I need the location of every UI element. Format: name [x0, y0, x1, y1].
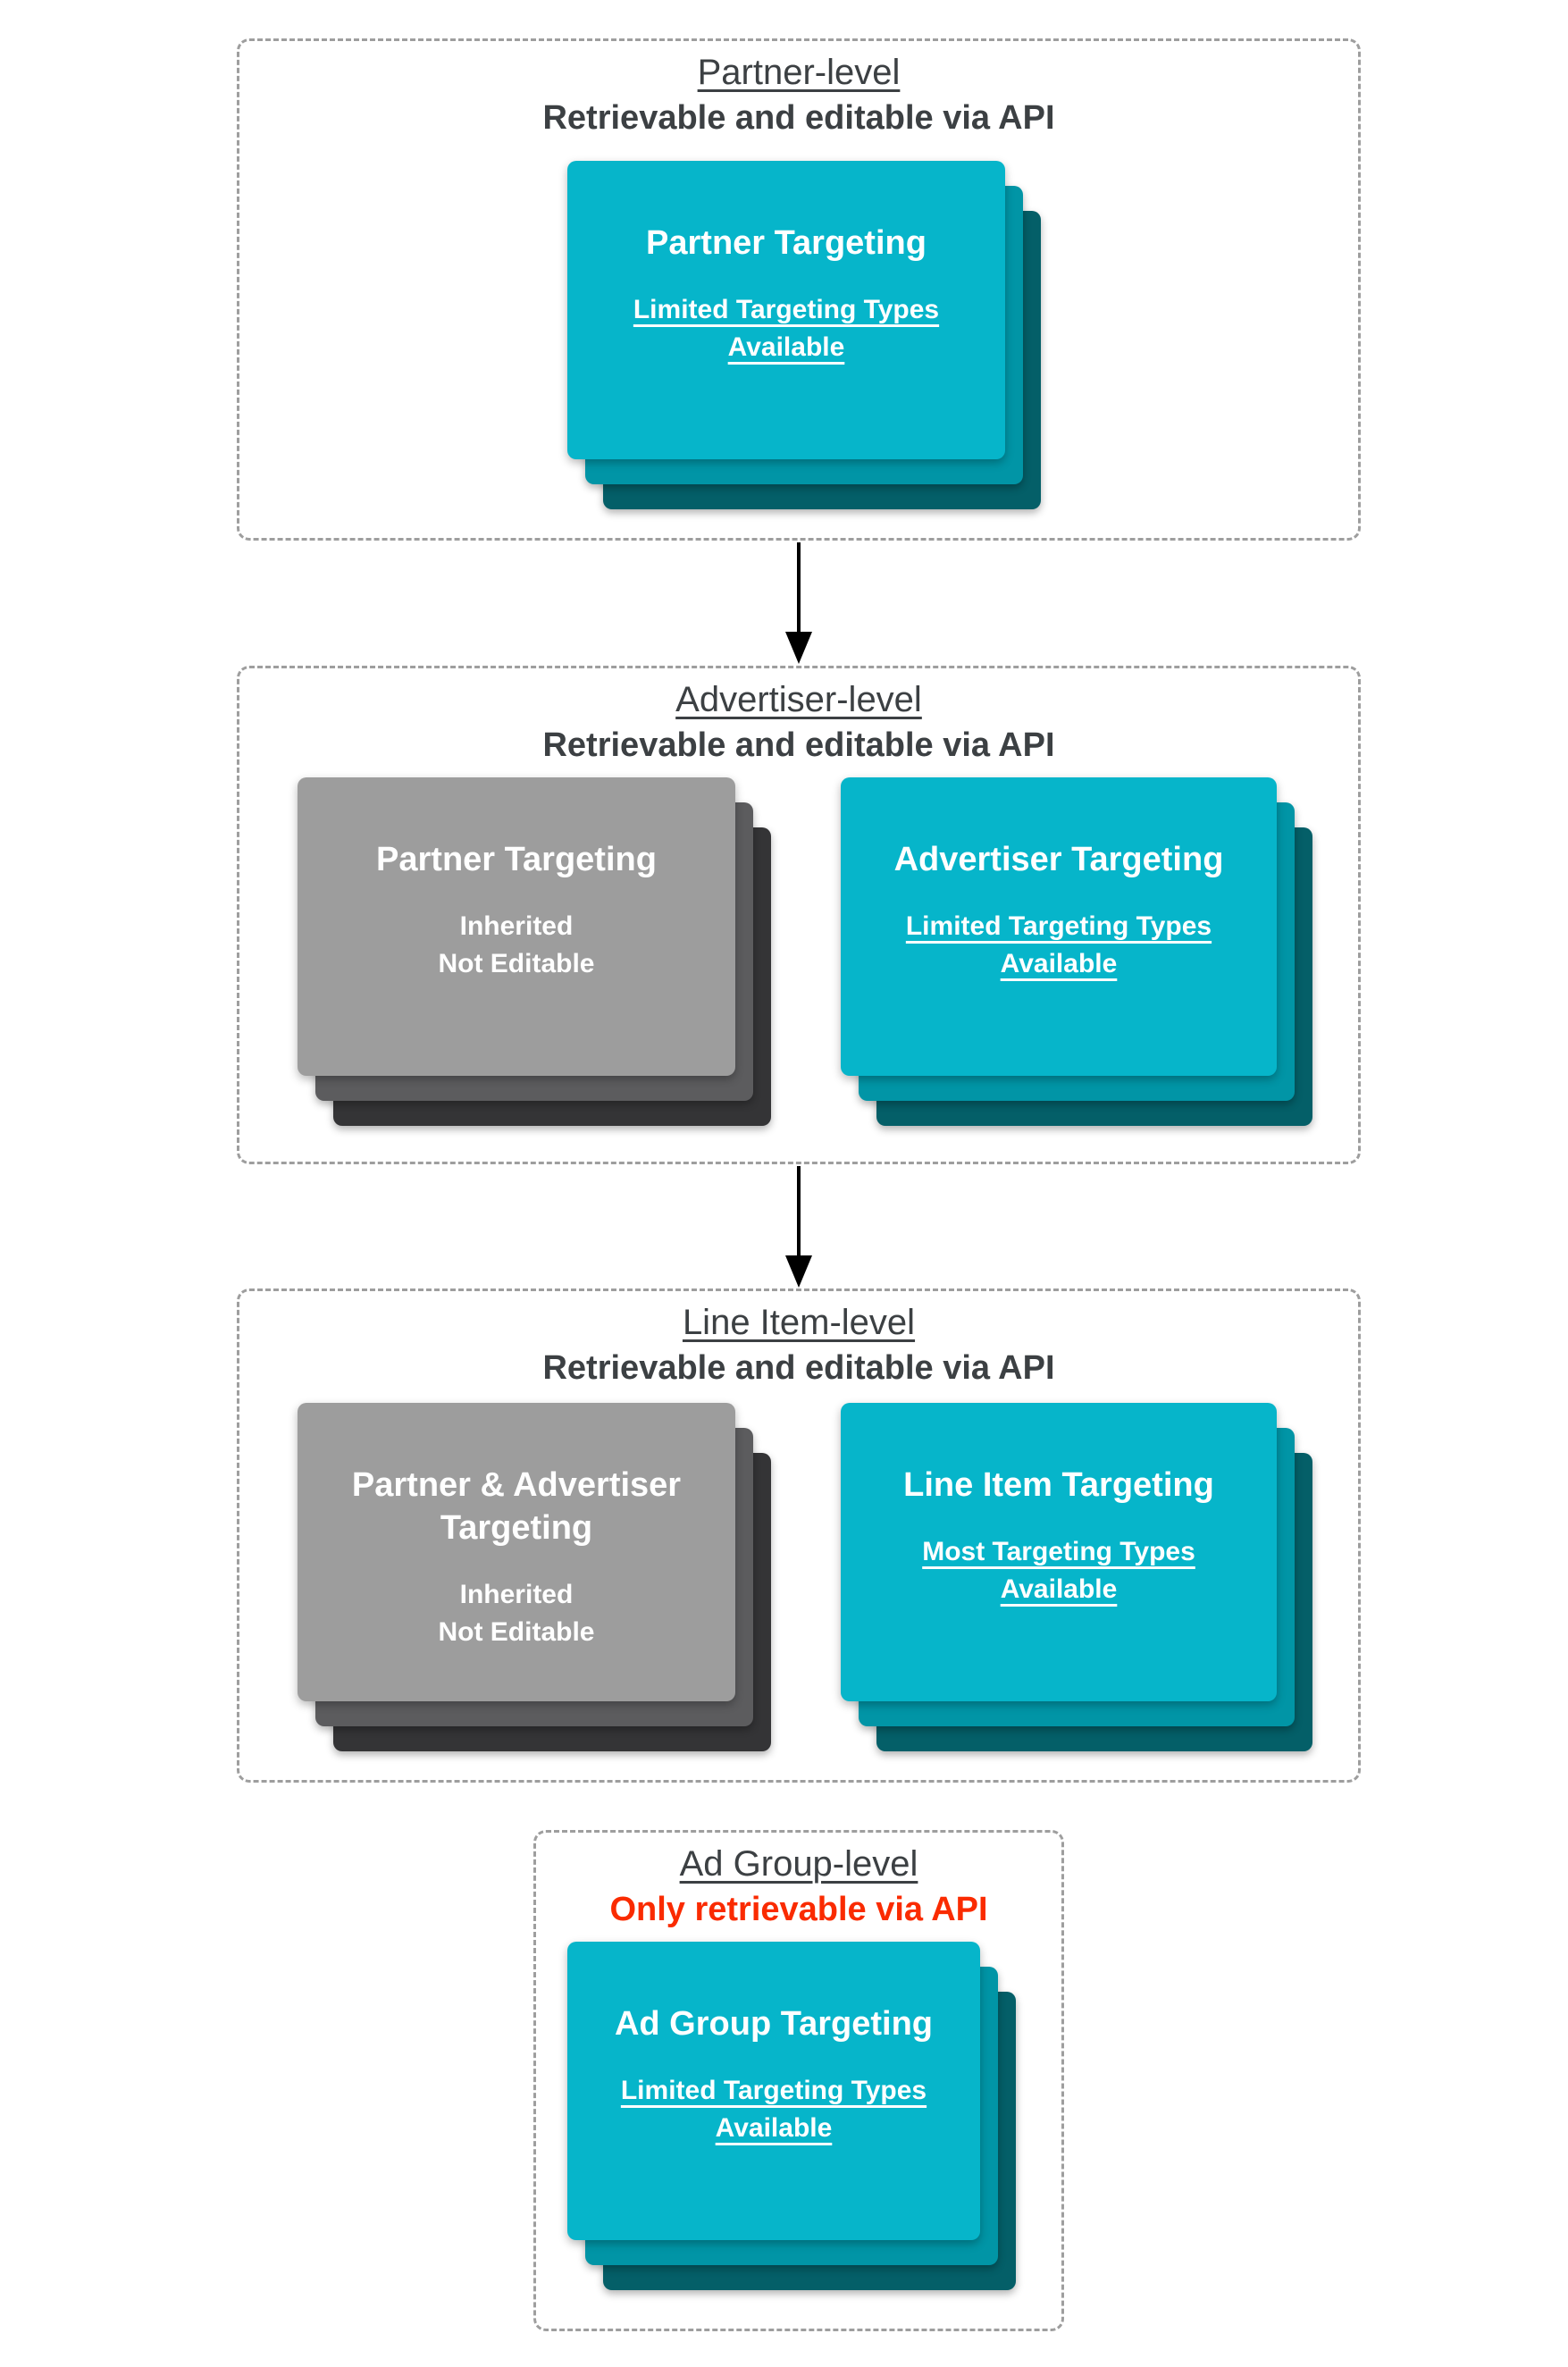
card-note-line: Inherited [459, 1580, 574, 1609]
card-title: Partner Targeting [376, 838, 657, 881]
section-access-note-ad-group: Only retrievable via API [609, 1891, 988, 1928]
card-title-line: Targeting [440, 1509, 593, 1547]
card-note-line: Available [1000, 1574, 1118, 1604]
card-title-line: Line Item Targeting [903, 1466, 1214, 1504]
card-note-line: Inherited [459, 911, 574, 941]
section-title-partner-level: Partner-level [697, 53, 901, 92]
section-box-partner-level: Partner-level Retrievable and editable v… [237, 38, 1361, 541]
card-note-line: Most Targeting Types [922, 1537, 1195, 1566]
down-arrow-icon [797, 542, 801, 632]
down-arrow-icon [797, 1166, 801, 1255]
section-access-note-advertiser: Retrievable and editable via API [542, 726, 1055, 764]
card-note-line: Available [727, 332, 845, 362]
card-title: Partner Targeting [646, 222, 927, 264]
card-note: Most Targeting Types Available [922, 1533, 1195, 1608]
card-title: Line Item Targeting [903, 1464, 1214, 1507]
card-note: Limited Targeting Types Available [633, 291, 939, 366]
card-title-line: Partner & Advertiser [351, 1466, 682, 1504]
card-partner-advertiser-targeting-inherited: Partner & Advertiser Targeting Inherited… [298, 1403, 735, 1701]
card-stack-line-item-targeting: Line Item Targeting Most Targeting Types… [841, 1403, 1312, 1751]
card-title-line: Partner Targeting [376, 841, 657, 878]
card-title: Advertiser Targeting [894, 838, 1224, 881]
card-note-line: Limited Targeting Types [905, 911, 1212, 941]
card-stack-inherited-partner-targeting: Partner Targeting Inherited Not Editable [298, 777, 771, 1126]
card-note-line: Limited Targeting Types [633, 295, 940, 324]
card-note: Inherited Not Editable [438, 1576, 594, 1651]
card-note: Limited Targeting Types Available [621, 2072, 927, 2147]
section-box-ad-group-level: Ad Group-level Only retrievable via API … [533, 1830, 1064, 2331]
card-stack-inherited-partner-advertiser-targeting: Partner & Advertiser Targeting Inherited… [298, 1403, 771, 1751]
card-note-line: Not Editable [438, 1617, 595, 1647]
card-advertiser-targeting: Advertiser Targeting Limited Targeting T… [841, 777, 1277, 1076]
card-note-line: Available [715, 2113, 833, 2143]
section-access-note-partner: Retrievable and editable via API [542, 99, 1055, 137]
section-header-line-item: Line Item-level Retrievable and editable… [239, 1300, 1358, 1389]
section-title-ad-group-level: Ad Group-level [679, 1844, 918, 1884]
section-header-partner: Partner-level Retrievable and editable v… [239, 50, 1358, 139]
card-note: Inherited Not Editable [438, 908, 594, 983]
card-title: Ad Group Targeting [615, 2002, 933, 2045]
card-note-line: Available [1000, 949, 1118, 978]
card-note-line: Not Editable [438, 949, 595, 978]
card-partner-targeting-inherited: Partner Targeting Inherited Not Editable [298, 777, 735, 1076]
card-note: Limited Targeting Types Available [906, 908, 1212, 983]
section-header-ad-group: Ad Group-level Only retrievable via API [536, 1842, 1061, 1931]
section-box-line-item-level: Line Item-level Retrievable and editable… [237, 1288, 1361, 1783]
card-title-line: Partner Targeting [646, 224, 927, 262]
card-title-line: Ad Group Targeting [614, 2005, 934, 2043]
card-note-line: Limited Targeting Types [620, 2076, 927, 2105]
card-ad-group-targeting: Ad Group Targeting Limited Targeting Typ… [567, 1942, 980, 2240]
card-stack-partner-targeting: Partner Targeting Limited Targeting Type… [567, 161, 1041, 509]
section-access-note-line-item: Retrievable and editable via API [542, 1349, 1055, 1387]
card-line-item-targeting: Line Item Targeting Most Targeting Types… [841, 1403, 1277, 1701]
card-title-line: Advertiser Targeting [893, 841, 1224, 878]
section-header-advertiser: Advertiser-level Retrievable and editabl… [239, 677, 1358, 767]
card-stack-advertiser-targeting: Advertiser Targeting Limited Targeting T… [841, 777, 1312, 1126]
card-title: Partner & Advertiser Targeting [352, 1464, 681, 1549]
section-title-line-item-level: Line Item-level [682, 1303, 916, 1342]
card-stack-ad-group-targeting: Ad Group Targeting Limited Targeting Typ… [567, 1942, 1016, 2290]
section-title-advertiser-level: Advertiser-level [675, 680, 922, 719]
card-partner-targeting: Partner Targeting Limited Targeting Type… [567, 161, 1005, 459]
section-box-advertiser-level: Advertiser-level Retrievable and editabl… [237, 666, 1361, 1164]
